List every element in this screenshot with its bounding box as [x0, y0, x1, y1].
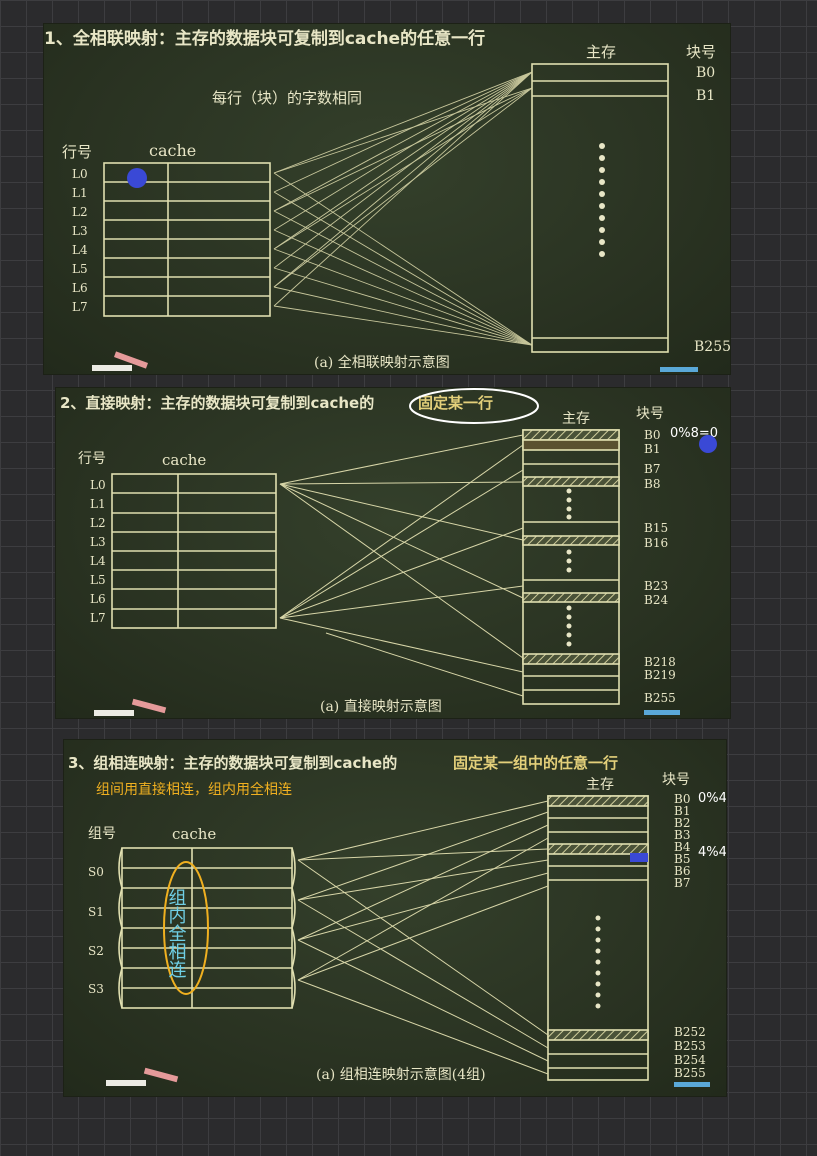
board2-cache-table — [111, 473, 277, 629]
board2-title: 2、直接映射：主存的数据块可复制到cache的 — [60, 394, 374, 412]
board3-block-7: B7 — [674, 876, 690, 890]
board3-block-3: B3 — [674, 828, 690, 842]
set-associative-diagram: 3、组相连映射：主存的数据块可复制到cache的 固定某一组中的任意一行 组间用… — [64, 740, 726, 1096]
board2-cache-label: cache — [162, 451, 206, 469]
board2-block-8: B8 — [644, 477, 660, 491]
eraser — [674, 1082, 710, 1087]
board3-title: 3、组相连映射：主存的数据块可复制到cache的 — [68, 754, 397, 772]
board3-caption: (a) 组相连映射示意图(4组) — [316, 1066, 486, 1083]
chalk-piece — [106, 1080, 146, 1086]
board2-row-7: L7 — [90, 611, 106, 625]
board1-block-1: B1 — [696, 88, 715, 104]
board2-memory — [522, 429, 620, 705]
board3-block-254: B254 — [674, 1053, 706, 1067]
board1-mapping-lines — [273, 71, 533, 346]
board2-block-218: B218 — [644, 655, 676, 669]
board3-block-2: B2 — [674, 816, 690, 830]
board2-row-header: 行号 — [78, 451, 106, 467]
board1-cache-table — [103, 162, 271, 317]
board2-row-3: L3 — [90, 535, 106, 549]
fully-associative-diagram: 1、全相联映射：主存的数据块可复制到cache的任意一行 每行（块）的字数相同 … — [44, 24, 730, 374]
board3-memory-label: 主存 — [586, 777, 614, 793]
board3-block-5: B5 — [674, 852, 690, 866]
board3-block-6: B6 — [674, 864, 690, 878]
board3-title-highlight: 固定某一组中的任意一行 — [453, 754, 618, 772]
board3-block-header: 块号 — [662, 772, 690, 788]
board2-row-0: L0 — [90, 478, 106, 492]
board2-block-7: B7 — [644, 462, 660, 476]
board2-block-1: B1 — [644, 442, 660, 456]
board3-mapping-lines — [297, 800, 549, 1075]
board1-title: 1、全相联映射：主存的数据块可复制到cache的任意一行 — [44, 28, 485, 49]
board1-ellipsis — [599, 143, 605, 257]
eraser — [644, 710, 680, 715]
board2-title-highlight: 固定某一行 — [418, 394, 493, 412]
board1-memory-label: 主存 — [586, 43, 616, 61]
board2-row-5: L5 — [90, 573, 106, 587]
chalk-piece — [94, 710, 134, 716]
board1-block-header: 块号 — [686, 43, 716, 61]
board2-mapping-lines — [279, 434, 524, 697]
board2-block-255: B255 — [644, 691, 676, 705]
board1-row-4: L4 — [72, 243, 88, 257]
board2-row-2: L2 — [90, 516, 106, 530]
direct-mapping-diagram: 2、直接映射：主存的数据块可复制到cache的 固定某一行 行号 cache 主… — [56, 388, 730, 718]
chalk-piece-pink — [143, 1067, 179, 1083]
board2-caption: (a) 直接映射示意图 — [320, 698, 442, 715]
board2-block-16: B16 — [644, 536, 668, 550]
board1-row-1: L1 — [72, 186, 88, 200]
board2-row-1: L1 — [90, 497, 106, 511]
handwritten-circle — [163, 861, 209, 995]
board1-row-0: L0 — [72, 167, 88, 181]
board3-group-header: 组号 — [88, 826, 116, 842]
board1-row-3: L3 — [72, 224, 88, 238]
board2-block-23: B23 — [644, 579, 668, 593]
board3-group-0: S0 — [88, 865, 104, 879]
board1-block-255: B255 — [694, 339, 730, 355]
board3-annotation-1: 0%4 — [698, 791, 726, 806]
board3-block-1: B1 — [674, 804, 690, 818]
board1-note: 每行（块）的字数相同 — [212, 89, 362, 107]
board2-row-6: L6 — [90, 592, 106, 606]
board3-handwritten-note: 组间用直接相连，组内用全相连 — [96, 781, 292, 798]
board1-row-2: L2 — [72, 205, 88, 219]
board2-block-24: B24 — [644, 593, 668, 607]
board3-block-255: B255 — [674, 1066, 706, 1080]
board2-block-15: B15 — [644, 521, 668, 535]
board2-row-4: L4 — [90, 554, 106, 568]
chalk-piece — [92, 365, 132, 371]
board1-block-0: B0 — [696, 65, 715, 81]
cursor-marker — [127, 168, 147, 188]
board2-block-219: B219 — [644, 668, 676, 682]
board3-group-2: S2 — [88, 944, 104, 958]
cursor-marker — [699, 435, 717, 453]
board2-block-header: 块号 — [636, 406, 664, 422]
board3-block-253: B253 — [674, 1039, 706, 1053]
board3-block-4: B4 — [674, 840, 691, 854]
board1-memory — [531, 63, 669, 353]
board1-caption: (a) 全相联映射示意图 — [314, 354, 450, 371]
board2-memory-label: 主存 — [562, 411, 590, 427]
board2-ellipsis — [566, 488, 572, 647]
board1-row-5: L5 — [72, 262, 88, 276]
board3-memory — [547, 795, 649, 1081]
board3-group-3: S3 — [88, 982, 104, 996]
circle-annotation — [409, 388, 539, 424]
board1-row-6: L6 — [72, 281, 88, 295]
board2-block-0: B0 — [644, 428, 660, 442]
chalk-piece-pink — [131, 698, 167, 714]
board3-vertical-note: 组内全相连 — [166, 888, 187, 978]
cursor-marker — [630, 853, 648, 862]
eraser — [660, 367, 698, 372]
board3-block-0: B0 — [674, 792, 690, 806]
board1-cache-label: cache — [149, 141, 196, 160]
board3-group-1: S1 — [88, 905, 104, 919]
board3-cache-label: cache — [172, 825, 216, 843]
board3-ellipsis — [595, 915, 601, 1009]
board3-annotation-2: 4%4 — [698, 845, 726, 860]
board1-row-header: 行号 — [62, 143, 92, 161]
board1-row-7: L7 — [72, 300, 88, 314]
board3-block-252: B252 — [674, 1025, 706, 1039]
chalk-piece-pink — [113, 351, 149, 369]
